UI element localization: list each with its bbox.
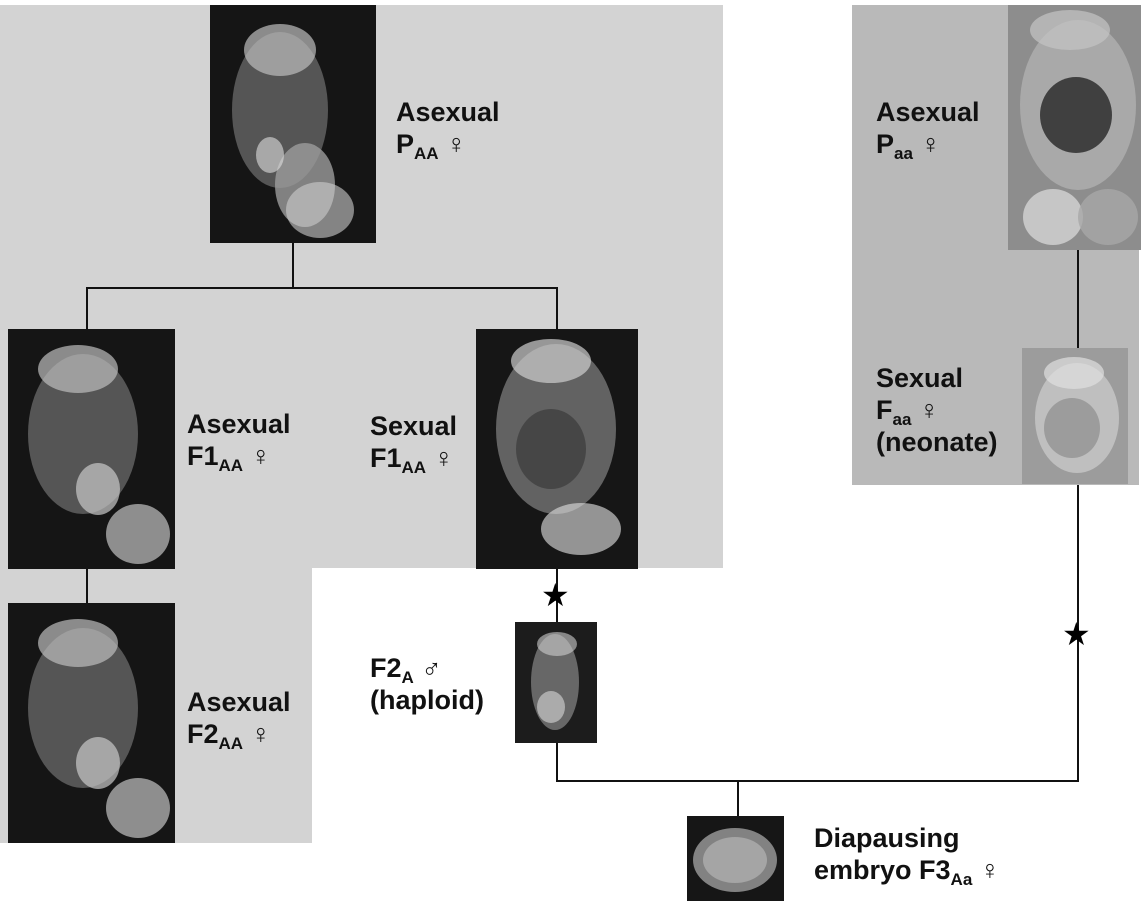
connector-line (292, 243, 294, 288)
label-line3: (neonate) (876, 426, 998, 458)
rotifer-photo-f2-asexual (8, 603, 175, 843)
connector-line (86, 287, 558, 289)
label-line1: Asexual (187, 408, 291, 440)
label-line2: (haploid) (370, 684, 484, 716)
label-line1: Asexual (396, 96, 500, 128)
connector-line (556, 780, 1079, 782)
label-f-aa-sexual: Sexual Faa ♀ (neonate) (876, 362, 998, 458)
label-genotype: F2AA ♀ (187, 718, 291, 750)
connector-line (86, 567, 88, 603)
connector-line (86, 287, 88, 329)
star-marker: ★ (541, 579, 570, 611)
label-line1: Diapausing (814, 822, 1000, 854)
star-marker: ★ (1062, 618, 1091, 650)
label-genotype: F2A ♂ (370, 652, 484, 684)
connector-line (737, 780, 739, 816)
label-line1: Asexual (187, 686, 291, 718)
label-f1-asexual: Asexual F1AA ♀ (187, 408, 291, 472)
label-genotype: Faa ♀ (876, 394, 998, 426)
connector-line (556, 287, 558, 329)
connector-line (1077, 250, 1079, 348)
label-genotype: F1AA ♀ (187, 440, 291, 472)
label-genotype: Paa ♀ (876, 128, 980, 160)
label-line1: Sexual (876, 362, 998, 394)
label-p-aa-recessive: Asexual Paa ♀ (876, 96, 980, 160)
label-f2-asexual: Asexual F2AA ♀ (187, 686, 291, 750)
label-line1: Sexual (370, 410, 457, 442)
label-f1-sexual: Sexual F1AA ♀ (370, 410, 457, 474)
label-genotype: F1AA ♀ (370, 442, 457, 474)
label-f2-male: F2A ♂ (haploid) (370, 652, 484, 716)
rotifer-photo-f-aa-sexual (1022, 348, 1128, 484)
rotifer-photo-f2-male (515, 622, 597, 743)
embryo-photo-f3 (687, 816, 784, 901)
rotifer-photo-p-aa-recessive (1008, 5, 1141, 250)
rotifer-photo-f1-sexual (476, 329, 638, 569)
label-line1: Asexual (876, 96, 980, 128)
label-genotype: PAA ♀ (396, 128, 500, 160)
label-genotype: embryo F3Aa ♀ (814, 854, 1000, 886)
connector-line (556, 743, 558, 781)
label-p-aa-parent: Asexual PAA ♀ (396, 96, 500, 160)
rotifer-photo-f1-asexual (8, 329, 175, 569)
rotifer-photo-p-aa-parent (210, 5, 376, 243)
label-f3-embryo: Diapausing embryo F3Aa ♀ (814, 822, 1000, 886)
